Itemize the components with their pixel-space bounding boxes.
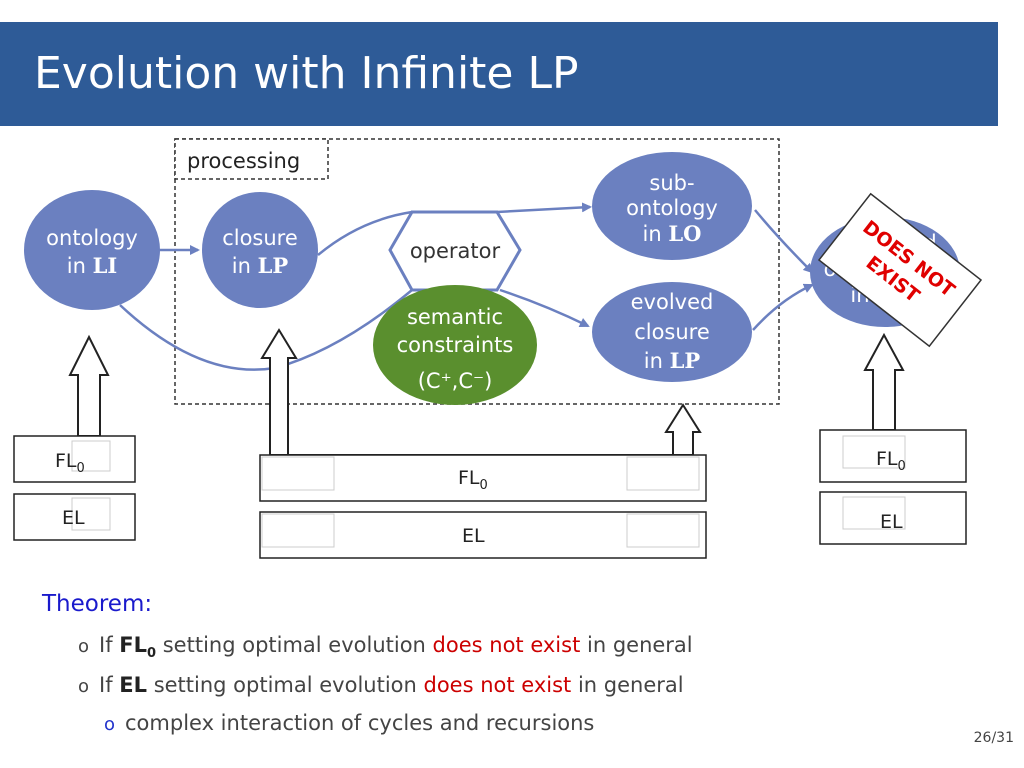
- processing-label: processing: [187, 149, 300, 173]
- node-closure-lp: [202, 192, 318, 308]
- box-center-el-inner-left: [261, 513, 335, 548]
- arrow-operator-to-subontology: [496, 202, 592, 214]
- node-sub-ontology-line2: ontology: [626, 196, 718, 220]
- up-arrow-right: [863, 332, 905, 431]
- up-arrow-center-left: [260, 328, 298, 456]
- box-left-fl0-inner: [71, 440, 111, 472]
- node-ontology-li: [24, 190, 160, 310]
- box-left-fl0-label: FL0: [55, 450, 85, 476]
- node-ontology-li-line1: ontology: [46, 226, 138, 250]
- node-operator: [388, 210, 522, 292]
- node-operator-label: operator: [410, 239, 501, 263]
- node-semantic-line3: (C⁺,C⁻): [418, 369, 493, 393]
- box-left-el-inner: [71, 497, 111, 531]
- box-right-fl0-inner: [842, 435, 906, 469]
- arrow-evolved-to-result: [752, 283, 814, 331]
- box-left-fl0: [13, 435, 136, 483]
- node-sub-ontology: [592, 152, 752, 260]
- box-center-el-label: EL: [462, 525, 485, 547]
- box-center-el-inner-right: [626, 513, 700, 548]
- slide-title: Evolution with Infinite LP: [34, 48, 579, 99]
- does-not-exist-stamp: DOES NOT EXIST: [817, 192, 983, 348]
- bullet-marker: o: [78, 636, 90, 657]
- line-closure-to-operator: [317, 210, 413, 256]
- box-left-el-label: EL: [62, 507, 85, 529]
- box-right-fl0: [819, 429, 967, 483]
- processing-region: [174, 138, 780, 405]
- sub-bullet-marker: o: [104, 714, 116, 735]
- node-evolved-closure: [592, 282, 752, 382]
- processing-label-box: [174, 138, 329, 180]
- theorem-heading: Theorem:: [42, 591, 153, 617]
- arrow-subontology-to-result: [754, 209, 814, 274]
- up-arrow-left: [68, 334, 110, 437]
- page-number: 26/31: [973, 730, 1014, 746]
- node-sub-ontology-line3: in LO: [643, 221, 702, 246]
- node-evolved-line3: in LP: [644, 348, 701, 373]
- node-closure-lp-line1: closure: [222, 226, 298, 250]
- node-sub-ontology-line1: sub-: [649, 171, 694, 195]
- node-semantic-constraints: [373, 285, 537, 405]
- title-bar: [0, 22, 998, 126]
- node-semantic-line1: semantic: [407, 305, 503, 329]
- box-right-el: [819, 491, 967, 545]
- box-left-el: [13, 493, 136, 541]
- box-right-fl0-label: FL0: [876, 448, 906, 474]
- node-semantic-line2: constraints: [397, 333, 514, 357]
- node-ontology-li-line2: in LI: [67, 253, 117, 278]
- box-center-fl0-inner-left: [261, 456, 335, 491]
- box-center-fl0-inner-right: [626, 456, 700, 491]
- bullet-marker: o: [78, 676, 90, 697]
- box-center-fl0-label: FL0: [458, 467, 488, 493]
- box-right-el-inner: [842, 496, 906, 530]
- node-closure-lp-line2: in LP: [232, 253, 289, 278]
- node-evolved-line1: evolved: [631, 290, 714, 314]
- arrow-operator-to-evolved: [499, 288, 590, 328]
- box-right-el-label: EL: [880, 511, 903, 533]
- node-evolved-line2: closure: [634, 320, 710, 344]
- up-arrow-center-right: [664, 403, 702, 456]
